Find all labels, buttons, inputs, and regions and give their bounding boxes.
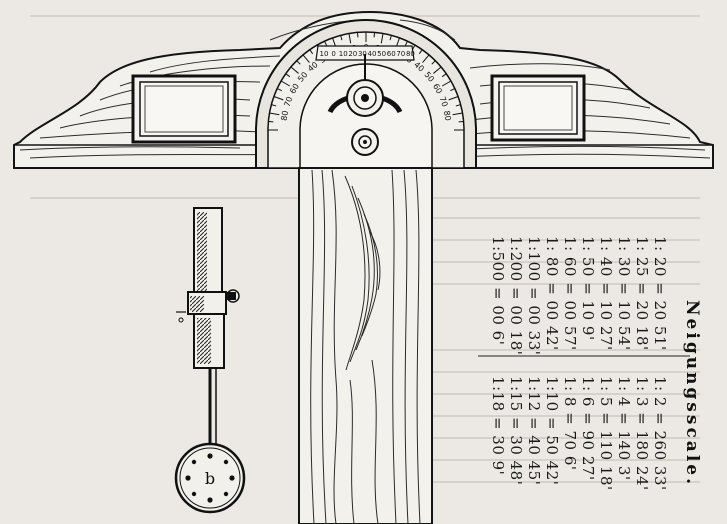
protractor-tick [380,33,384,44]
vernier-label: 40 [368,50,377,58]
ratio-cell: 1: 20 = 20 51' [651,236,669,351]
protractor-tick [431,60,436,65]
protractor-tick [422,54,430,63]
protractor-tick [296,60,301,65]
scale-title: Neigungsscale. [682,300,702,488]
ratio-cell: 1: 6 = 90 27' [579,376,597,481]
ratio-cell: 1:100 = 00 33' [525,236,543,356]
protractor-tick [389,35,392,41]
vernier-label: 10 [339,50,348,58]
vernier-label: 20 [348,50,357,58]
protractor-label: 70 [283,95,295,108]
ratio-cell: 1:15 = 30 48' [507,376,525,486]
protractor-tick [269,112,280,116]
ratio-cell: 1: 2 = 260 33' [651,376,669,491]
protractor-tick [290,66,299,74]
protractor-tick [441,80,452,87]
protractor-label: 70 [438,95,450,108]
ratio-cell: 1: 3 = 180 24' [633,376,651,491]
protractor-tick [276,88,282,92]
ratio-cell: 1: 8 = 70 6' [561,376,579,471]
pivot-assembly [327,54,403,156]
plumb-disc: b [174,442,246,514]
protractor-tick [450,88,456,92]
protractor-tick [340,35,343,41]
protractor-tick [280,80,291,87]
protractor-tick [418,49,423,55]
plumb-bob-side-view [176,207,240,445]
ratio-cell: 1: 40 = 10 27' [597,236,615,351]
vernier-label: 0 [331,50,335,58]
ratio-cell: 1: 50 = 10 9' [579,236,597,341]
ratio-cell: 1: 25 = 20 18' [633,236,651,351]
ratio-cell: 1: 60 = 00 57' [561,236,579,351]
left-level-window [131,74,237,144]
vernier-label: 70 [396,50,405,58]
background-print-lines [30,15,700,483]
vernier-label: 10 [320,50,329,58]
protractor-tick [324,40,328,46]
protractor-tick [455,104,461,107]
ratio-cell: 1: 80 = 00 42' [543,236,561,351]
vernier-label: 80 [406,50,415,58]
vertical-wooden-board [298,167,433,524]
protractor-tick [448,96,459,101]
ratio-cell: 1: 30 = 10 54' [615,236,633,351]
protractor-tick [273,96,284,101]
protractor-tick [404,40,408,46]
protractor-tick [285,73,291,78]
vernier-label: 50 [377,50,386,58]
protractor-tick [452,112,463,116]
ratio-cell: 1: 5 = 110 18' [597,376,615,491]
ratio-cell: 1:10 = 50 42' [543,376,561,486]
ratio-cell: 1:200 = 00 18' [507,236,525,356]
protractor-tick [309,49,314,55]
protractor-tick [441,73,447,78]
protractor-label: 80 [279,110,290,122]
protractor-label: 60 [431,82,444,95]
protractor-tick [271,104,277,107]
protractor-tick [348,33,352,44]
protractor-label: 60 [288,82,301,95]
ratio-cell: 1:12 = 40 45' [525,376,543,486]
vernier-label: 60 [387,50,396,58]
ratio-cell: 1: 4 = 140 3' [615,376,633,481]
plumb-disc-letter: b [205,469,215,488]
ratio-cell: 1:18 = 30 9' [489,376,507,476]
protractor-label: 80 [442,110,453,122]
ratio-cell: 1:500 = 00 6' [489,236,507,346]
protractor-tick [302,54,310,63]
vernier-label: 30 [358,50,367,58]
right-level-window [490,74,586,142]
protractor-tick [433,66,442,74]
